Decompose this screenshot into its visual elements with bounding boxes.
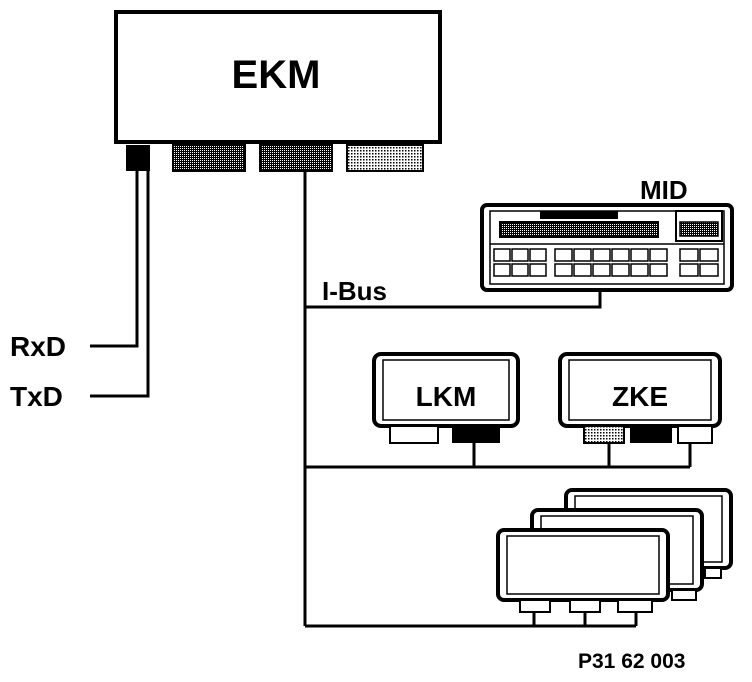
ekm-connector-2 <box>172 144 246 172</box>
lkm-connector-2 <box>452 426 500 443</box>
lkm-module: LKM <box>372 352 520 444</box>
zke-module: ZKE <box>558 352 722 444</box>
figure-code: P31 62 003 <box>578 650 685 673</box>
zke-connector-1 <box>583 425 625 444</box>
stack-connector-3 <box>617 599 653 613</box>
serial-lines <box>90 171 150 398</box>
mid-label: MID <box>640 175 688 205</box>
txd-label: TxD <box>10 381 63 412</box>
zke-connector-3 <box>677 425 713 444</box>
ekm-module: EKM <box>114 10 442 172</box>
lkm-connector-1 <box>389 425 439 444</box>
ekm-label: EKM <box>232 53 321 97</box>
lkm-label: LKM <box>416 381 477 412</box>
ekm-connector-4 <box>346 144 424 172</box>
stack-connector-1 <box>519 599 551 613</box>
ekm-connector-serial <box>126 145 150 171</box>
ekm-connector-ibus <box>259 144 333 172</box>
mid-button-grid <box>493 248 719 277</box>
ibus-label: I-Bus <box>322 276 387 306</box>
module-stack <box>496 488 733 613</box>
mid-module <box>480 203 734 292</box>
zke-label: ZKE <box>612 381 668 412</box>
rxd-label: RxD <box>10 331 66 362</box>
zke-connector-2 <box>630 426 672 443</box>
stack-connector-2 <box>569 599 601 613</box>
